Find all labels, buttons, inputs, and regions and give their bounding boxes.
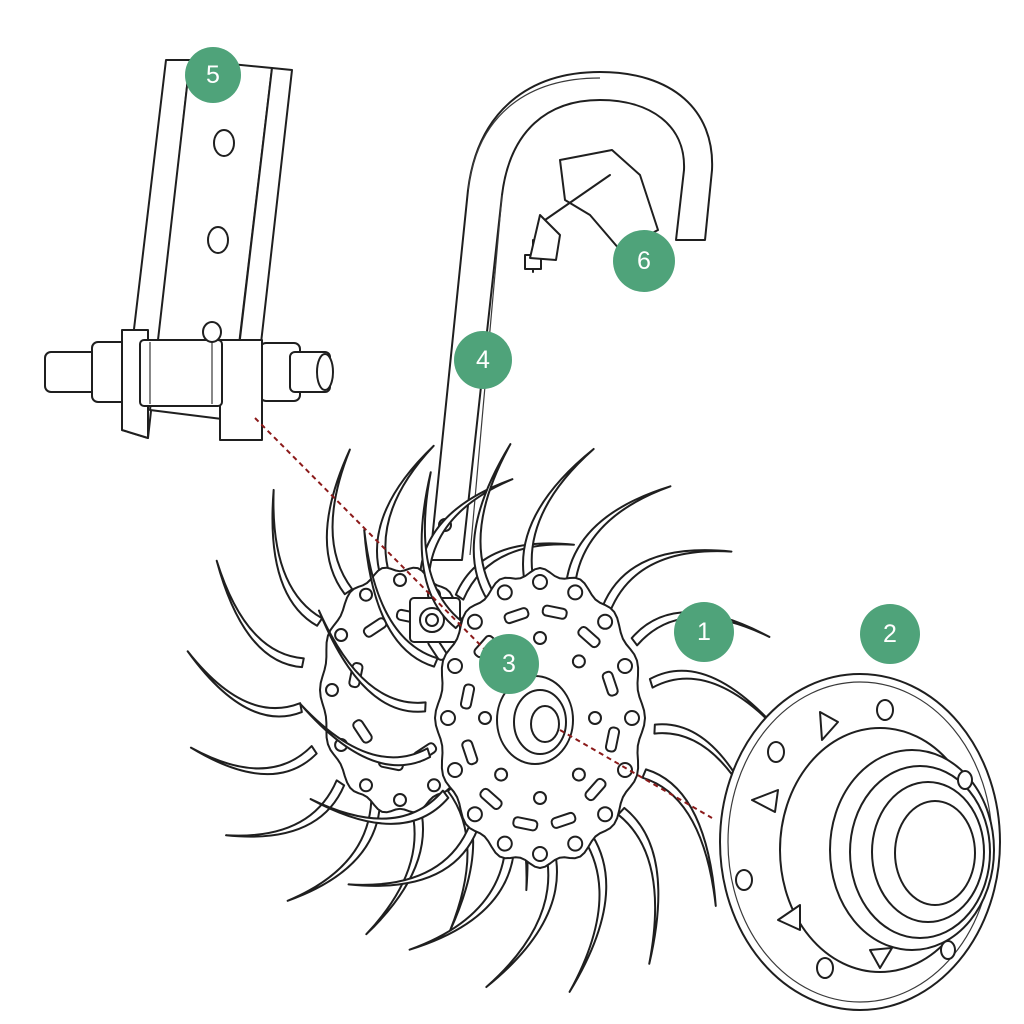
disc-nut [466,806,483,823]
tine [601,549,733,613]
inner-nut [533,791,547,805]
disc-nut [325,683,339,697]
tine [215,559,305,669]
disc-nut [393,793,407,807]
disc-nut [567,584,584,601]
disc-nut [597,806,614,823]
callout-1: 1 [674,602,734,662]
disc-slot [601,670,619,697]
callout-4: 4 [454,331,512,389]
inner-nut [478,711,492,725]
leader-lines [254,417,713,819]
disc-nut [447,658,463,674]
wheel-hub [719,673,1001,1011]
inner-nut [571,767,586,782]
tine [630,611,771,647]
disc-nut [597,613,614,630]
tine [299,702,432,767]
disc-slot [512,816,539,832]
disc-slot [584,777,607,802]
inner-nut [588,711,602,725]
tine [271,488,324,627]
tine [617,806,660,965]
callout-label: 2 [883,620,897,648]
callout-badge [860,604,920,664]
callout-badge [479,634,539,694]
tine [363,529,439,668]
disc-nut [427,778,441,793]
inner-nut [571,654,586,669]
disc-nut [532,846,548,862]
callout-6: 6 [613,230,675,292]
tine [472,443,512,602]
disc-nut [496,584,513,601]
disc-nut [466,613,483,630]
disc-nut [447,762,463,778]
inner-nut [533,631,547,645]
tine [420,471,463,630]
disc-nut [440,710,456,726]
mounting-bracket [44,59,334,441]
callout-label: 6 [637,247,651,275]
tine [347,823,479,887]
tine [186,650,303,718]
center-bearing [496,675,574,765]
disc-nut [567,835,584,852]
tine [317,609,427,713]
disc-slot [577,626,601,649]
disc-nut [393,573,407,587]
callout-label: 4 [476,346,490,374]
leader-rotor-to-hub [559,729,713,819]
tine [568,834,608,993]
disc-nut [617,658,633,674]
disc-slot [459,683,476,710]
tine [286,799,382,902]
disc-slot [461,739,479,766]
callout-3: 3 [479,634,539,694]
disc-slot [550,811,577,829]
tine [325,448,354,596]
tine [309,789,450,825]
disc-slot [352,719,373,744]
disc-slot [541,604,568,620]
callout-badge [674,602,734,662]
disc-slot [503,607,530,625]
tine [225,779,346,838]
callout-5: 5 [185,47,241,103]
callout-label: 3 [502,650,516,678]
callout-2: 2 [860,604,920,664]
rotor-tines-front [299,443,781,993]
callout-badge [454,331,512,389]
callout-label: 1 [697,618,711,646]
disc-slot [604,726,621,753]
callout-badge [185,47,241,103]
tine [376,444,435,579]
disc-slot [479,787,503,810]
disc-nut [359,778,373,793]
callout-badge [613,230,675,292]
spiked-rotor-disc [434,567,646,869]
tine [408,843,516,951]
disc-nut [617,762,633,778]
callout-label: 5 [206,61,220,89]
tine [564,485,672,593]
inner-nut [494,767,509,782]
disc-nut [334,628,349,642]
leader-bracket-to-rotor [254,417,516,681]
disc-nut [359,587,373,602]
disc-nut [624,710,640,726]
clamp-bolt [524,149,659,273]
disc-nut [532,574,548,590]
tine [189,745,318,776]
tine [522,447,595,588]
disc-nut [496,835,513,852]
tine [485,848,558,989]
